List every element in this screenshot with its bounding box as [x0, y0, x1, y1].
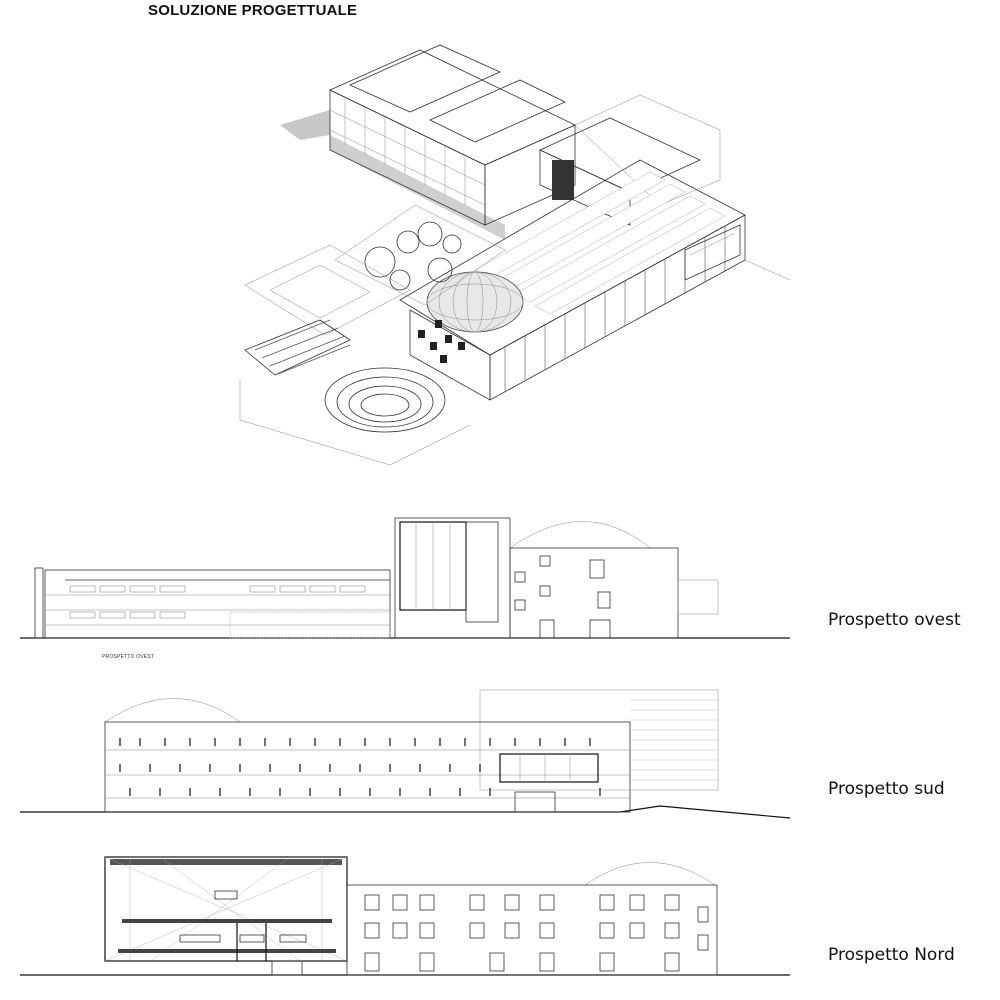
prospetto-ovest-label: Prospetto ovest: [828, 610, 961, 630]
prospetto-ovest-drawing: [20, 517, 790, 639]
prospetto-nord-label: Prospetto Nord: [828, 945, 955, 965]
axonometric-view: [239, 44, 791, 466]
prospetto-sud-label: Prospetto sud: [828, 779, 945, 799]
prospetto-sud-drawing: [20, 689, 791, 819]
prospetto-ovest-caption: PROSPETTO OVEST: [102, 654, 155, 660]
prospetto-nord-drawing: [20, 856, 790, 976]
drawing-title: SOLUZIONE PROGETTUALE: [148, 2, 358, 19]
